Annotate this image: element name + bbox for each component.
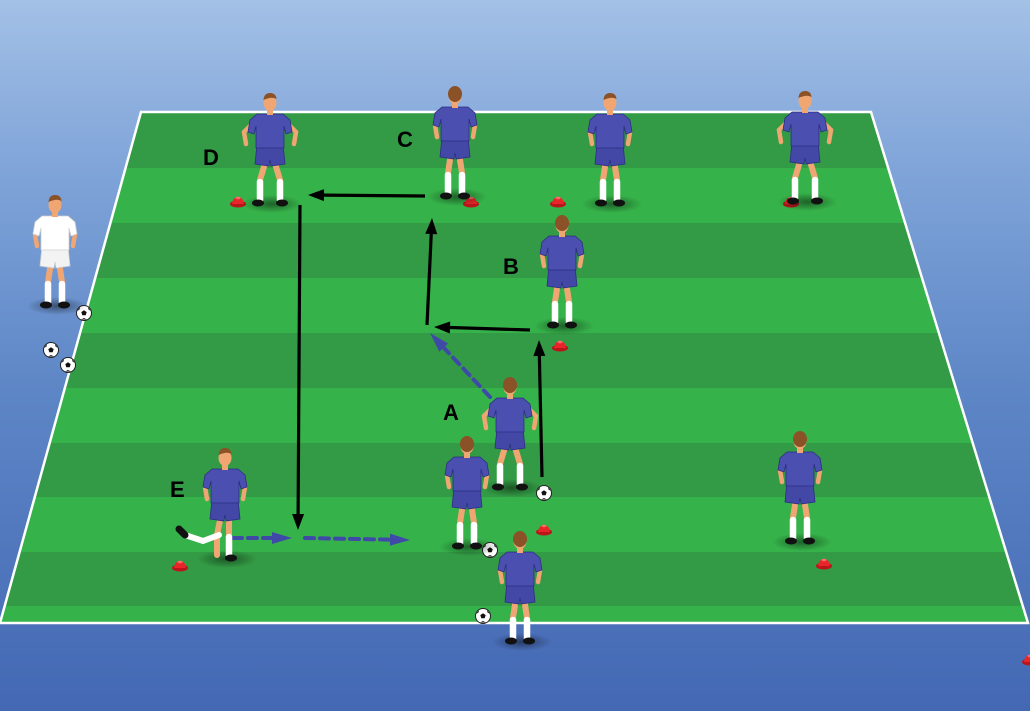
player-a [481,377,542,497]
pitch-boundary-line [0,110,1030,625]
player-top-3 [582,93,642,213]
pitch-stripe [0,278,1028,334]
label-b: B [503,254,519,279]
cone-marker [550,196,566,208]
movement-arrows [231,189,546,546]
cone-marker [172,560,188,572]
players [27,86,837,651]
cone-marker [552,340,568,352]
label-c: C [397,127,413,152]
player-labels: A B C D E [170,127,519,502]
player-c [427,86,487,206]
pass-arrow [308,189,426,202]
player-e [175,448,257,568]
pass-arrow [434,321,531,334]
cone-marker [816,558,832,570]
pass-arrow [533,340,546,478]
soccer-ball-icon [43,342,59,358]
pitch-stripe [0,112,1028,169]
label-d: D [203,145,219,170]
label-a: A [443,400,459,425]
pitch-stripes [0,112,1028,623]
pass-arrow [292,204,305,530]
pitch-stripe [0,223,1028,279]
label-e: E [170,477,185,502]
pitch [0,110,1030,625]
player-top-4 [776,91,837,211]
player-server [27,195,87,315]
soccer-ball-icon [60,357,76,373]
player-queue-1 [439,436,499,556]
player-d [241,93,302,213]
run-arrow [303,533,410,546]
cone-marker [536,524,552,536]
pass-arrow [425,218,438,326]
player-right-mid [772,431,832,551]
player-queue-2 [492,531,552,651]
pitch-stripe [0,168,1028,224]
balls [43,305,552,624]
cone-marker [1022,654,1030,666]
cone-marker [230,196,246,208]
player-b [534,215,594,335]
run-arrow [231,532,292,544]
run-arrow [430,333,492,399]
soccer-ball-icon [475,608,491,624]
